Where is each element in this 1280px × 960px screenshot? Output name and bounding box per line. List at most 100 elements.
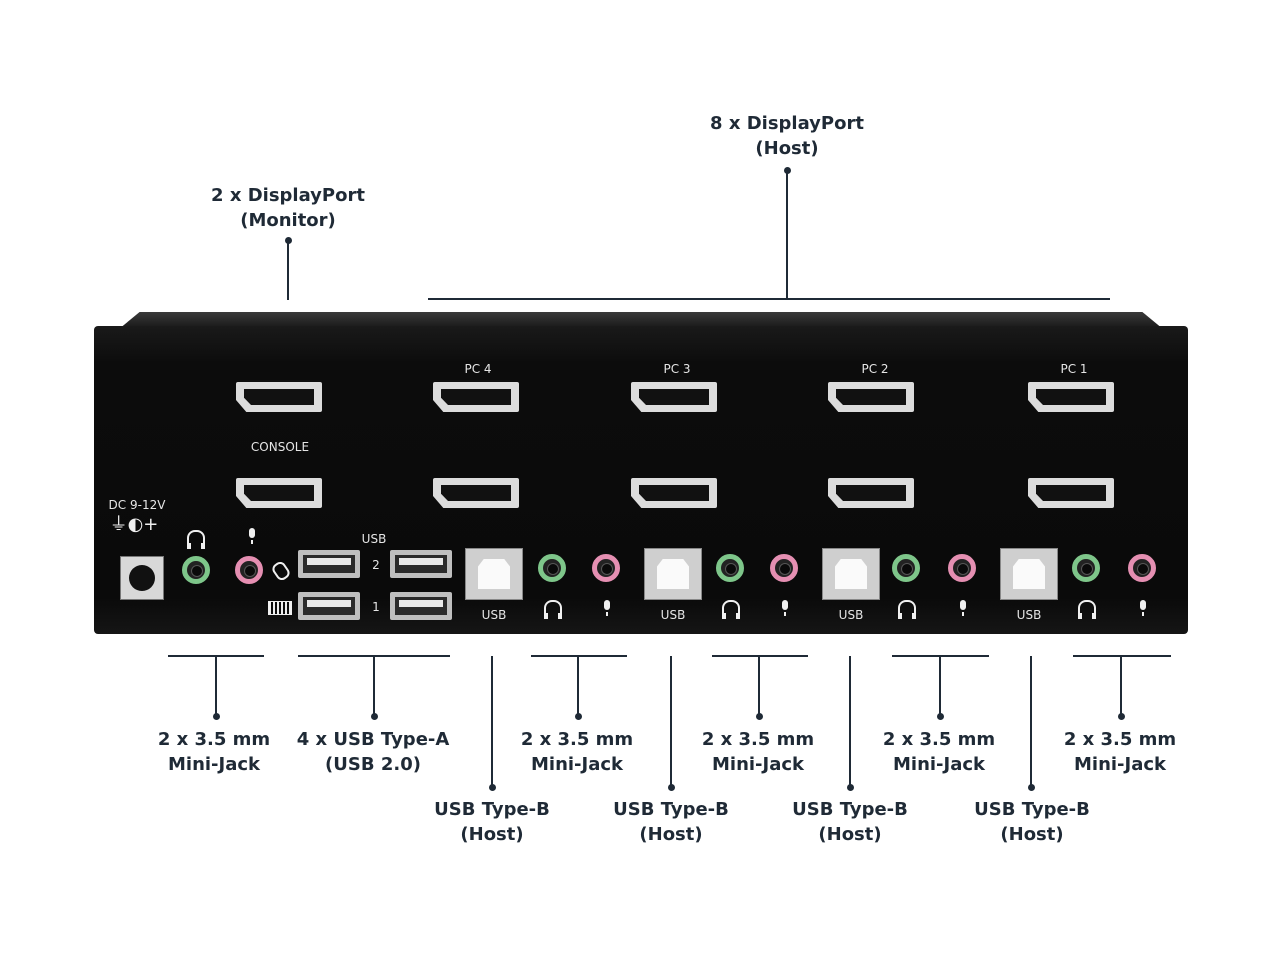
usb-a-port bbox=[298, 592, 360, 620]
leader-dot bbox=[575, 713, 582, 720]
pc3-audio-out-jack bbox=[716, 554, 744, 582]
callout-line: (Host) bbox=[1000, 824, 1064, 845]
callout-line: (Host) bbox=[818, 824, 882, 845]
console-mic-in-jack bbox=[235, 556, 263, 584]
callout-line: USB Type-B bbox=[613, 799, 729, 820]
usb-a-port bbox=[390, 550, 452, 578]
pc4-mic-in-jack bbox=[592, 554, 620, 582]
label-console: CONSOLE bbox=[250, 440, 310, 454]
usb-b-port-pc3 bbox=[644, 548, 702, 600]
label-pc2: PC 2 bbox=[861, 362, 889, 376]
pc3-mic-in-jack bbox=[770, 554, 798, 582]
displayport-pc2-1 bbox=[828, 382, 914, 412]
dc-power-jack bbox=[120, 556, 164, 600]
microphone-icon bbox=[1140, 600, 1146, 616]
leader-line bbox=[758, 655, 760, 715]
leader-line bbox=[491, 656, 493, 786]
microphone-icon bbox=[249, 528, 255, 544]
leader-dot bbox=[937, 713, 944, 720]
callout-mini-jack-console: 2 x 3.5 mm Mini-Jack bbox=[158, 727, 270, 777]
displayport-pc3-2 bbox=[631, 478, 717, 508]
callout-line: Mini-Jack bbox=[1073, 754, 1167, 775]
callout-mini-jack-pc4: 2 x 3.5 mm Mini-Jack bbox=[521, 727, 633, 777]
mouse-icon bbox=[270, 559, 292, 583]
dc-polarity-icon: ⏚◐+ bbox=[109, 514, 159, 535]
displayport-pc2-2 bbox=[828, 478, 914, 508]
leader-line bbox=[577, 655, 579, 715]
keyboard-icon bbox=[268, 601, 292, 615]
callout-line: 2 x 3.5 mm bbox=[701, 729, 815, 750]
callout-mini-jack-pc1: 2 x 3.5 mm Mini-Jack bbox=[1064, 727, 1176, 777]
usb-a-port bbox=[390, 592, 452, 620]
callout-mini-jack-pc3: 2 x 3.5 mm Mini-Jack bbox=[702, 727, 814, 777]
displayport-pc3-1 bbox=[631, 382, 717, 412]
displayport-console-2 bbox=[236, 478, 322, 508]
callout-line: 2 x 3.5 mm bbox=[1063, 729, 1177, 750]
leader-bracket bbox=[712, 655, 808, 657]
callout-line: Mini-Jack bbox=[167, 754, 261, 775]
callout-line: (Host) bbox=[639, 824, 703, 845]
callout-line: (USB 2.0) bbox=[325, 754, 421, 775]
label-pc3: PC 3 bbox=[663, 362, 691, 376]
leader-dot bbox=[1118, 713, 1125, 720]
callout-line: USB Type-B bbox=[974, 799, 1090, 820]
headphone-icon bbox=[1078, 600, 1096, 619]
displayport-pc1-1 bbox=[1028, 382, 1114, 412]
leader-line bbox=[849, 656, 851, 786]
label-usb: USB bbox=[481, 608, 507, 622]
leader-bracket bbox=[1073, 655, 1171, 657]
callout-line: USB Type-B bbox=[792, 799, 908, 820]
usb-b-port-pc2 bbox=[822, 548, 880, 600]
leader-dot bbox=[489, 784, 496, 791]
microphone-icon bbox=[604, 600, 610, 616]
headphone-icon bbox=[187, 530, 205, 549]
leader-bracket bbox=[428, 298, 1110, 300]
leader-line bbox=[287, 240, 289, 300]
callout-usb-type-a: 4 x USB Type-A (USB 2.0) bbox=[297, 727, 450, 777]
kvm-switch-rear: PC 4 PC 3 PC 2 PC 1 CONSOLE DC 9-12V ⏚◐+… bbox=[94, 326, 1188, 634]
callout-line: 2 x 3.5 mm bbox=[520, 729, 634, 750]
callout-line: 8 x DisplayPort bbox=[710, 113, 864, 134]
callout-displayport-host: 8 x DisplayPort (Host) bbox=[710, 111, 864, 161]
pc1-audio-out-jack bbox=[1072, 554, 1100, 582]
callout-usb-type-b-pc1: USB Type-B (Host) bbox=[974, 797, 1090, 847]
leader-dot bbox=[668, 784, 675, 791]
headphone-icon bbox=[722, 600, 740, 619]
callout-line: USB Type-B bbox=[434, 799, 550, 820]
callout-line: 4 x USB Type-A bbox=[296, 729, 450, 750]
leader-line bbox=[786, 170, 788, 300]
pc4-audio-out-jack bbox=[538, 554, 566, 582]
microphone-icon bbox=[782, 600, 788, 616]
callout-usb-type-b-pc4: USB Type-B (Host) bbox=[434, 797, 550, 847]
microphone-icon bbox=[960, 600, 966, 616]
leader-line bbox=[215, 655, 217, 715]
label-usb-header: USB bbox=[361, 532, 387, 546]
leader-dot bbox=[213, 713, 220, 720]
pc2-audio-out-jack bbox=[892, 554, 920, 582]
callout-line: (Host) bbox=[460, 824, 524, 845]
callout-line: Mini-Jack bbox=[892, 754, 986, 775]
label-pc1: PC 1 bbox=[1060, 362, 1088, 376]
leader-line bbox=[373, 655, 375, 715]
pc2-mic-in-jack bbox=[948, 554, 976, 582]
callout-mini-jack-pc2: 2 x 3.5 mm Mini-Jack bbox=[883, 727, 995, 777]
headphone-icon bbox=[898, 600, 916, 619]
label-pc4: PC 4 bbox=[464, 362, 492, 376]
callout-usb-type-b-pc3: USB Type-B (Host) bbox=[613, 797, 729, 847]
label-usb: USB bbox=[660, 608, 686, 622]
label-usb: USB bbox=[1016, 608, 1042, 622]
device-top-edge bbox=[117, 312, 1165, 330]
leader-dot bbox=[1028, 784, 1035, 791]
label-dc-power: DC 9-12V bbox=[108, 498, 166, 512]
callout-line: 2 x DisplayPort bbox=[211, 185, 365, 206]
usb-b-port-pc4 bbox=[465, 548, 523, 600]
displayport-pc4-1 bbox=[433, 382, 519, 412]
leader-line bbox=[1120, 655, 1122, 715]
console-audio-out-jack bbox=[182, 556, 210, 584]
leader-line bbox=[670, 656, 672, 786]
leader-bracket bbox=[531, 655, 627, 657]
displayport-pc1-2 bbox=[1028, 478, 1114, 508]
leader-line bbox=[939, 655, 941, 715]
callout-displayport-monitor: 2 x DisplayPort (Monitor) bbox=[211, 183, 365, 233]
